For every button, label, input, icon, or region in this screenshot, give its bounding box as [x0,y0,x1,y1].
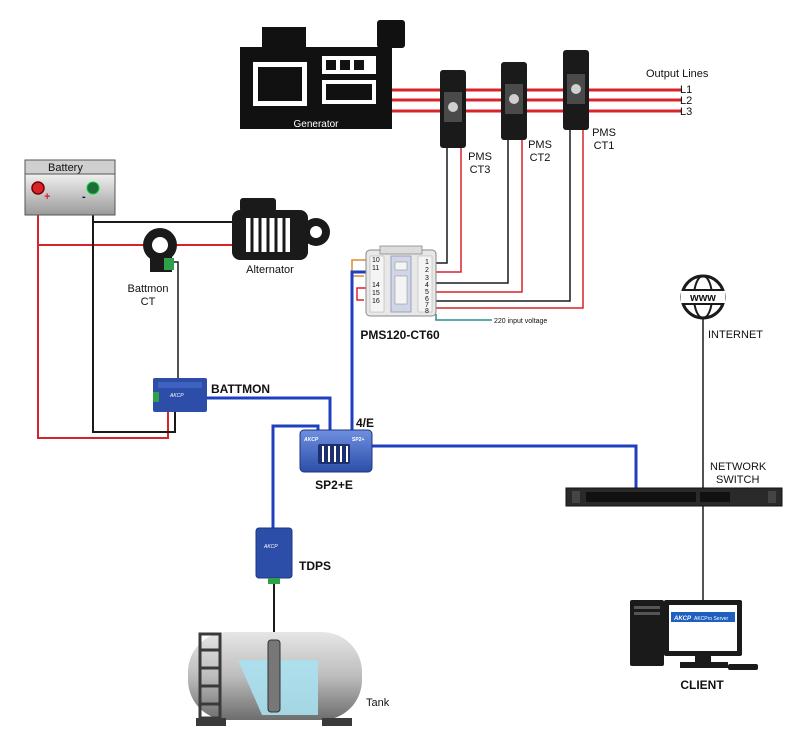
sp2e-device: AKCP SP2+ [299,429,373,473]
pms-term-11: 11 [372,265,379,272]
pms-ct2-label-2: CT2 [530,152,551,164]
pms-term-15: 15 [372,290,380,297]
tank [188,632,362,726]
pms-term-16: 16 [372,298,380,305]
input-voltage-label: 220 input voltage [494,318,547,325]
generator-label: Generator [293,119,339,130]
tdps-brand: AKCP [263,544,278,550]
alternator-label: Alternator [246,264,294,276]
pms-ct3-label-2: CT3 [470,164,491,176]
sp2e-label: SP2+E [315,478,353,492]
globe-icon: www [680,274,726,320]
pms-ct1-label-2: CT1 [594,140,615,152]
battery: Battery + - [24,159,116,216]
battery-plus-sign: + [44,191,50,203]
pms-rterm-5: 5 [425,289,429,296]
network-switch-label-1: NETWORK [710,461,767,473]
output-lines-label: Output Lines [646,68,709,80]
ct2-lead-red [436,140,523,293]
internet-label: INTERNET [708,329,763,341]
pms-rterm-8: 8 [425,308,429,315]
pms-ct3 [440,70,466,148]
client-screen-brand: AKCP [673,616,692,622]
battery-negative-terminal [86,181,100,195]
pms-module: 10 11 14 15 16 1 2 3 4 5 6 7 8 [365,245,437,317]
l1-label: L1 [680,84,692,96]
tdps-device: AKCP [255,527,293,584]
ct1-lead-red [436,130,584,309]
pms-ct1 [563,50,589,130]
network-switch-label-2: SWITCH [716,474,759,486]
l2-label: L2 [680,95,692,107]
battery-minus-sign: - [82,191,86,203]
ct2-lead-black [436,140,509,284]
battmon-device: AKCP [153,378,207,412]
ct3-lead-red [436,148,462,273]
ct1-lead-black [436,130,571,302]
pms-orange-wire [351,259,366,277]
port-4e-label: 4/E [356,416,374,430]
pms-rterm-7: 7 [425,302,429,309]
battmon-ct [143,228,177,272]
battmon-brand: AKCP [169,393,184,399]
sp2-to-switch-cable [372,444,638,490]
battmon-to-sp2-cable [207,396,332,438]
generator: Generator [240,20,405,130]
battery-positive-wire [37,190,169,439]
globe-www-text: www [689,292,716,304]
battery-negative-wire [92,195,176,433]
sp2e-brand: AKCP [303,437,319,443]
pms-blue-wire [350,270,366,430]
pms-term-14: 14 [372,282,380,289]
network-switch [565,487,783,507]
ct3-lead-black [436,148,448,264]
pms-rterm-3: 3 [425,275,429,282]
battery-positive-terminal [31,181,45,195]
battmon-ct-label-1: Battmon [128,283,169,295]
client-label: CLIENT [680,678,724,692]
wiring [37,88,704,640]
tdps-label: TDPS [299,559,331,573]
input-voltage-wire [435,314,492,321]
battery-label: Battery [48,162,83,174]
l3-label: L3 [680,106,692,118]
alternator [232,198,330,260]
pms-ct2 [501,62,527,140]
battmon-ct-label-2: CT [141,296,156,308]
pms-ct3-label-1: PMS [468,151,492,163]
pms-rterm-1: 1 [425,259,429,266]
battmon-label: BATTMON [211,382,270,396]
battmon-ct-wire [170,261,179,378]
pms-red-wire [356,287,366,301]
client-computer: AKCP AKCPro Server [630,600,758,670]
pms-rterm-6: 6 [425,296,429,303]
pms-rterm-2: 2 [425,267,429,274]
pms-ct1-label-1: PMS [592,127,616,139]
pms-term-10: 10 [372,257,380,264]
pms-ct2-label-1: PMS [528,139,552,151]
pms-rterm-4: 4 [425,282,429,289]
pms-module-label: PMS120-CT60 [360,328,440,342]
sp2e-badge: SP2+ [352,437,364,443]
client-screen-app: AKCPro Server [694,616,729,622]
tank-label: Tank [366,697,390,709]
